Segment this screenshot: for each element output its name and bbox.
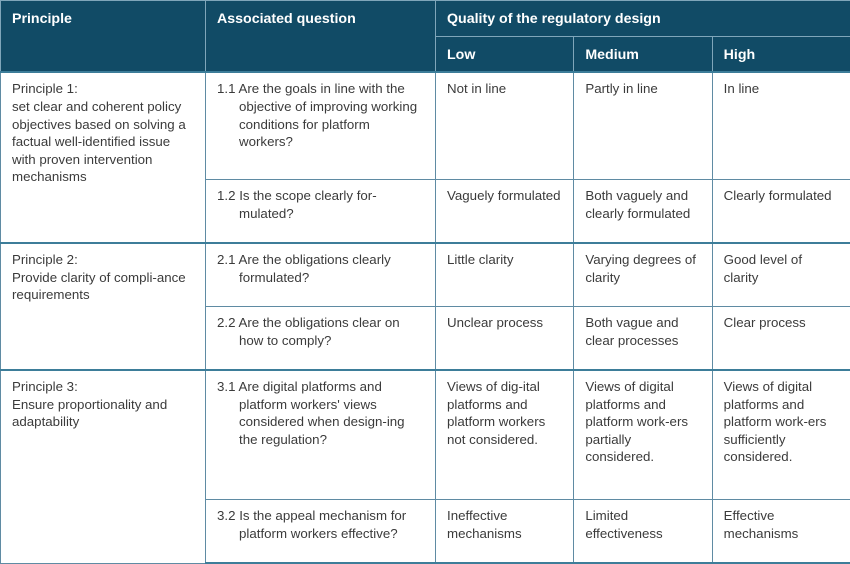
quality-high-3-1: Views of digital platforms and platform … xyxy=(711,369,850,501)
question-text-2-2: 2.2 Are the obligations clear on how to … xyxy=(217,314,425,349)
principle-cell-3: Principle 3: Ensure proportionality and … xyxy=(0,369,206,564)
quality-medium-text-3-2: Limited effectiveness xyxy=(585,508,663,541)
header-quality-medium: Medium xyxy=(573,35,713,73)
question-cell-3-2: 3.2 Is the appeal mechanism for platform… xyxy=(205,499,436,564)
question-cell-1-2: 1.2 Is the scope clearly for-mulated? xyxy=(205,179,436,245)
quality-high-1-1: In line xyxy=(711,71,850,181)
question-cell-2-2: 2.2 Are the obligations clear on how to … xyxy=(205,306,436,372)
header-principle: Principle xyxy=(0,0,206,73)
quality-medium-text-2-1: Varying degrees of clarity xyxy=(585,252,696,285)
quality-high-text-1-2: Clearly formulated xyxy=(723,188,832,204)
quality-medium-text-1-2: Both vaguely and clearly formulated xyxy=(585,188,691,221)
table-row: 2.2 Are the obligations clear on how to … xyxy=(1,306,850,372)
quality-medium-3-1: Views of digital platforms and platform … xyxy=(573,369,713,501)
principle-body-2: Provide clarity of compli-ance requireme… xyxy=(12,269,186,303)
question-body-1-1: Are the goals in line with the objective… xyxy=(238,81,418,150)
quality-high-3-2: Effective mechanisms xyxy=(711,499,850,564)
question-text-2-1: 2.1 Are the obligations clearly formulat… xyxy=(217,251,425,286)
header-quality-high: High xyxy=(711,35,850,73)
quality-low-text-2-1: Little clarity xyxy=(447,252,514,268)
quality-high-text-1-1: In line xyxy=(723,81,760,97)
quality-medium-3-2: Limited effectiveness xyxy=(573,499,713,564)
quality-high-text-3-2: Effective mechanisms xyxy=(723,508,799,541)
quality-medium-2-2: Both vague and clear processes xyxy=(573,306,713,372)
principle-cell-1: Principle 1: set clear and coherent poli… xyxy=(0,71,206,244)
question-text-3-2: 3.2 Is the appeal mechanism for platform… xyxy=(217,507,425,542)
question-cell-2-1: 2.1 Are the obligations clearly formulat… xyxy=(205,242,436,308)
question-text-1-2: 1.2 Is the scope clearly for-mulated? xyxy=(217,187,425,222)
quality-low-text-1-1: Not in line xyxy=(447,81,507,97)
principle-cell-2: Principle 2: Provide clarity of compli-a… xyxy=(0,242,206,371)
table-row: Principle 1: set clear and coherent poli… xyxy=(0,71,850,244)
quality-low-2-2: Unclear process xyxy=(434,306,575,372)
quality-low-text-3-2: Ineffective mechanisms xyxy=(447,508,522,541)
table-row: 1.2 Is the scope clearly for-mulated? Va… xyxy=(1,179,850,245)
question-body-3-2: Is the appeal mechanism for platform wor… xyxy=(239,508,407,541)
header-quality-of-regulatory-design: Quality of the regulatory design xyxy=(435,0,850,37)
quality-medium-text-3-1: Views of digital platforms and platform … xyxy=(585,379,689,465)
question-number-3-2: 3.2 xyxy=(217,508,236,524)
quality-low-3-1: Views of dig-ital platforms and platform… xyxy=(434,369,575,501)
quality-medium-text-1-1: Partly in line xyxy=(585,81,658,97)
question-cell-1-1: 1.1 Are the goals in line with the objec… xyxy=(205,71,436,181)
header-row-primary: Principle Associated question Quality of… xyxy=(0,0,850,73)
quality-medium-text-2-2: Both vague and clear processes xyxy=(585,315,679,348)
question-body-2-2: Are the obligations clear on how to comp… xyxy=(238,315,400,348)
table-row: 3.2 Is the appeal mechanism for platform… xyxy=(1,499,850,564)
table-body: Principle 1: set clear and coherent poli… xyxy=(0,71,850,564)
header-associated-question: Associated question xyxy=(205,0,436,73)
principle-title-2: Principle 2: xyxy=(12,252,78,268)
quality-high-1-2: Clearly formulated xyxy=(711,179,850,245)
question-cell-3-1: 3.1 Are digital platforms and platform w… xyxy=(205,369,436,501)
quality-high-text-3-1: Views of digital platforms and platform … xyxy=(723,379,827,465)
question-body-1-2: Is the scope clearly for-mulated? xyxy=(239,188,377,221)
quality-low-text-1-2: Vaguely formulated xyxy=(447,188,561,204)
table-row: Principle 2: Provide clarity of compli-a… xyxy=(0,242,850,371)
principle-body-3: Ensure proportionality and adaptability xyxy=(12,396,168,430)
quality-high-2-1: Good level of clarity xyxy=(711,242,850,308)
question-text-3-1: 3.1 Are digital platforms and platform w… xyxy=(217,378,425,448)
question-number-2-1: 2.1 xyxy=(217,252,236,268)
quality-medium-1-1: Partly in line xyxy=(573,71,713,181)
question-number-1-1: 1.1 xyxy=(217,81,236,97)
quality-medium-1-2: Both vaguely and clearly formulated xyxy=(573,179,713,245)
principle-body-1: set clear and coherent policy objectives… xyxy=(12,99,186,185)
quality-low-text-2-2: Unclear process xyxy=(447,315,544,331)
header-row-secondary: Low Medium High xyxy=(1,35,850,73)
quality-high-2-2: Clear process xyxy=(711,306,850,372)
question-text-1-1: 1.1 Are the goals in line with the objec… xyxy=(217,80,425,150)
quality-high-text-2-1: Good level of clarity xyxy=(723,252,803,285)
table-row: Principle 3: Ensure proportionality and … xyxy=(0,369,850,564)
question-body-2-1: Are the obligations clearly formulated? xyxy=(238,252,391,285)
quality-low-2-1: Little clarity xyxy=(434,242,575,308)
quality-high-text-2-2: Clear process xyxy=(723,315,806,331)
quality-low-3-2: Ineffective mechanisms xyxy=(434,499,575,564)
quality-low-1-2: Vaguely formulated xyxy=(434,179,575,245)
table-header: Principle Associated question Quality of… xyxy=(0,0,850,73)
quality-medium-2-1: Varying degrees of clarity xyxy=(573,242,713,308)
question-number-1-2: 1.2 xyxy=(217,188,236,204)
quality-low-text-3-1: Views of dig-ital platforms and platform… xyxy=(447,379,546,447)
question-number-3-1: 3.1 xyxy=(217,379,236,395)
principle-title-3: Principle 3: xyxy=(12,379,78,395)
quality-low-1-1: Not in line xyxy=(434,71,575,181)
question-number-2-2: 2.2 xyxy=(217,315,236,331)
principle-title-1: Principle 1: xyxy=(12,81,78,97)
question-body-3-1: Are digital platforms and platform worke… xyxy=(238,379,405,447)
header-quality-low: Low xyxy=(434,35,575,73)
